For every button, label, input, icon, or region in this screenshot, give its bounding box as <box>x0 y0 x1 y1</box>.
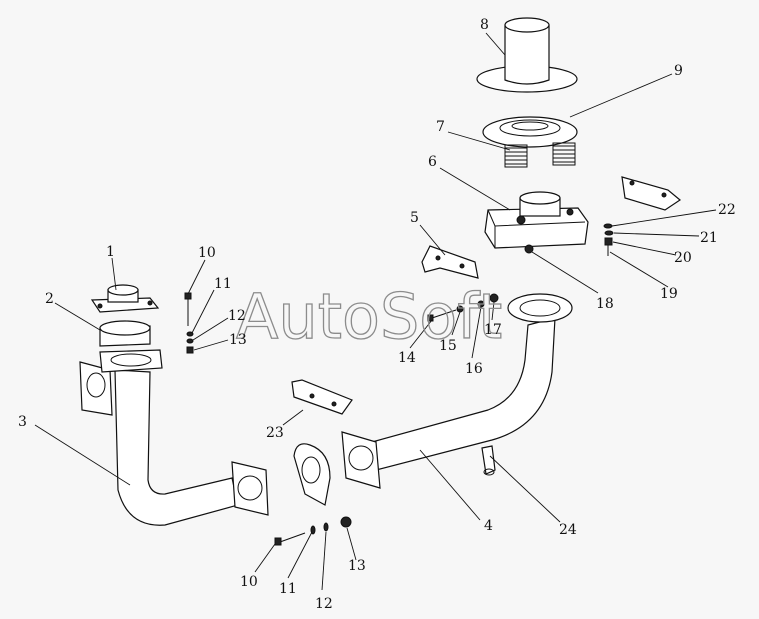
part-22-bracket <box>621 176 682 211</box>
callout-19: 19 <box>660 286 678 302</box>
callout-22: 22 <box>718 202 736 218</box>
fasteners-10-13-lower <box>274 516 352 546</box>
callout-10-lower: 10 <box>240 574 258 590</box>
watermark: AutoSoft <box>236 280 502 353</box>
part-18-nut <box>524 244 534 254</box>
callout-14: 14 <box>398 350 416 366</box>
callout-18: 18 <box>596 296 614 312</box>
callout-13-upper: 13 <box>229 332 247 348</box>
callout-23: 23 <box>266 425 284 441</box>
part-1-flange <box>90 284 160 313</box>
part-9-mounting-plate <box>482 116 578 148</box>
callout-16: 16 <box>465 361 483 377</box>
callout-labels: 1 2 3 4 5 6 7 8 9 10 11 12 13 10 11 12 1… <box>18 17 736 612</box>
part-6-bracket-assembly <box>484 191 589 249</box>
part-24-drain-tube <box>481 445 496 476</box>
callout-1: 1 <box>106 244 115 260</box>
callout-10-upper: 10 <box>198 245 216 261</box>
callout-21: 21 <box>700 230 718 246</box>
part-8-tailpipe-tip <box>476 17 578 93</box>
callout-11-upper: 11 <box>214 276 232 292</box>
callout-3: 3 <box>18 414 27 430</box>
fasteners-19-22 <box>603 223 614 256</box>
callout-13-lower: 13 <box>348 558 366 574</box>
callout-8: 8 <box>480 17 489 33</box>
callout-24: 24 <box>559 522 577 538</box>
callout-12-lower: 12 <box>315 596 333 612</box>
callout-15: 15 <box>439 338 457 354</box>
callout-2: 2 <box>45 291 54 307</box>
callout-20: 20 <box>674 250 692 266</box>
callout-17: 17 <box>484 322 502 338</box>
callout-7: 7 <box>436 119 445 135</box>
part-4-rear-pipe <box>341 293 573 489</box>
callout-5: 5 <box>410 210 419 226</box>
callout-4: 4 <box>484 518 493 534</box>
part-2-gasket-ring <box>99 320 151 347</box>
clamp-gasket <box>293 443 331 506</box>
part-23-heat-shield <box>291 379 353 415</box>
fasteners-10-13-upper <box>184 292 194 354</box>
callout-12-upper: 12 <box>228 308 246 324</box>
part-7-springs <box>504 142 576 168</box>
part-5-hanger-bracket <box>421 245 479 279</box>
part-3-front-pipe <box>79 349 269 526</box>
leader-lines <box>34 32 717 591</box>
callout-9: 9 <box>674 63 683 79</box>
callout-11-lower: 11 <box>279 581 297 597</box>
callout-6: 6 <box>428 154 437 170</box>
